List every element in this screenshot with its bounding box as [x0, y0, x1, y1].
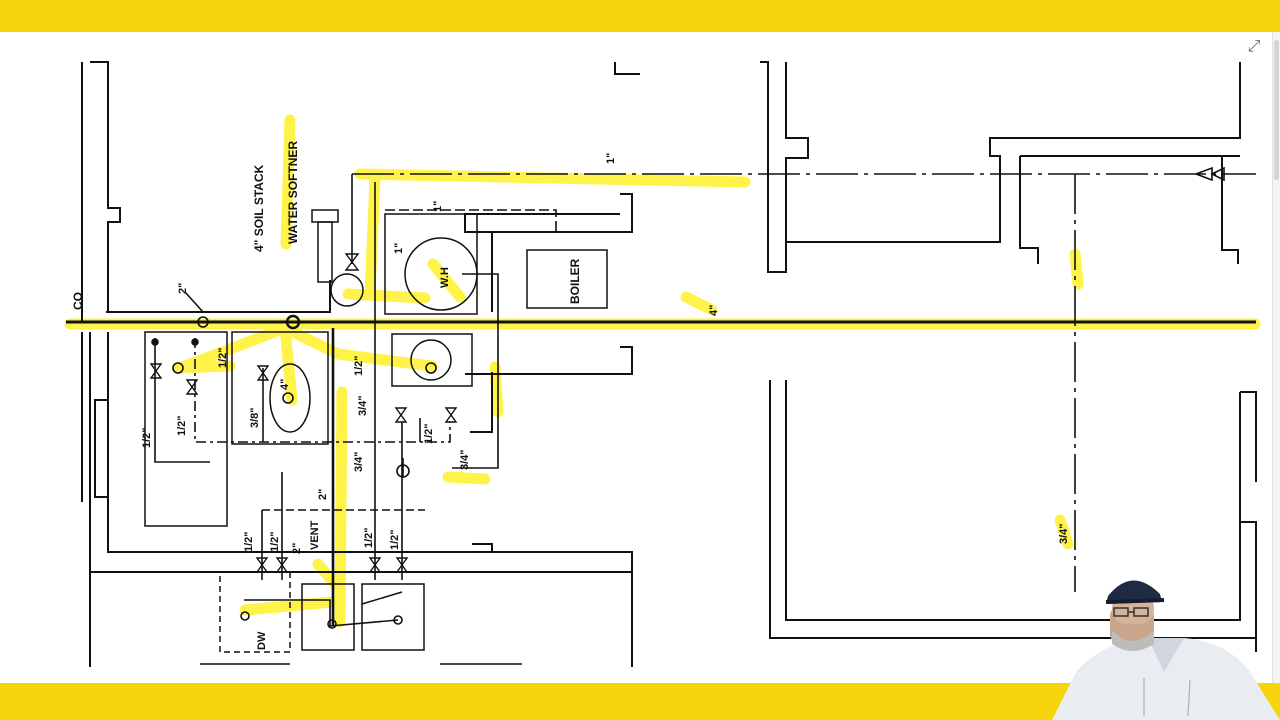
pipe-size-label: 1/2": [353, 355, 365, 376]
pipe-size-label: 1/2": [141, 427, 153, 448]
pipe-size-label: 4": [279, 379, 291, 390]
pipe-size-label: 1": [605, 153, 617, 164]
pipe-size-label: 3/4": [357, 395, 369, 416]
plan-labels: 4" SOIL STACK WATER SOFTNER CO W.H BOILE…: [71, 141, 1070, 650]
water-softner-label: WATER SOFTNER: [286, 141, 300, 244]
pipe-size-label: 3/4": [353, 451, 365, 472]
soil-stack-label: 4" SOIL STACK: [252, 164, 266, 252]
boiler-label: BOILER: [568, 258, 582, 304]
pipe-size-label: 4": [708, 305, 720, 316]
scrollbar-thumb[interactable]: [1274, 40, 1279, 180]
pipe-size-label: 3/4": [1058, 523, 1070, 544]
pipe-size-label: 1/2": [176, 415, 188, 436]
pipe-size-label: 2": [291, 543, 303, 554]
valves: [149, 253, 458, 573]
pipe-size-label: 1/2": [389, 529, 401, 550]
pipe-size-label: 1/2": [423, 423, 435, 444]
plumbing-floor-plan: 4" SOIL STACK WATER SOFTNER CO W.H BOILE…: [64, 61, 1261, 667]
top-banner: [0, 0, 1280, 32]
scrollbar-track[interactable]: [1272, 32, 1280, 683]
pipe-size-label: 1/2": [217, 347, 229, 368]
pipe-size-label: 1": [432, 201, 444, 212]
presenter-webcam: [1052, 560, 1280, 720]
presenter-silhouette: [1052, 580, 1280, 720]
pipe-size-label: 1/2": [269, 531, 281, 552]
pipe-size-label: 1/2": [363, 527, 375, 548]
pipe-size-label: 1/2": [243, 531, 255, 552]
vent-label: VENT: [309, 520, 321, 550]
water-heater-label: W.H: [439, 267, 451, 288]
co-label: CO: [71, 292, 85, 310]
pipe-size-label: 1": [393, 243, 405, 254]
walls: [81, 61, 1257, 667]
pipe-size-label: 2": [317, 489, 329, 500]
expand-diagonal-icon[interactable]: ⤢: [1247, 36, 1261, 55]
fixtures: [144, 209, 608, 665]
pipe-size-label: 3/4": [459, 449, 471, 470]
pipe-size-label: 2": [177, 283, 189, 294]
pipe-size-label: 3/8": [249, 407, 261, 428]
dishwasher-label: DW: [256, 631, 268, 650]
pipes: [66, 166, 1256, 629]
